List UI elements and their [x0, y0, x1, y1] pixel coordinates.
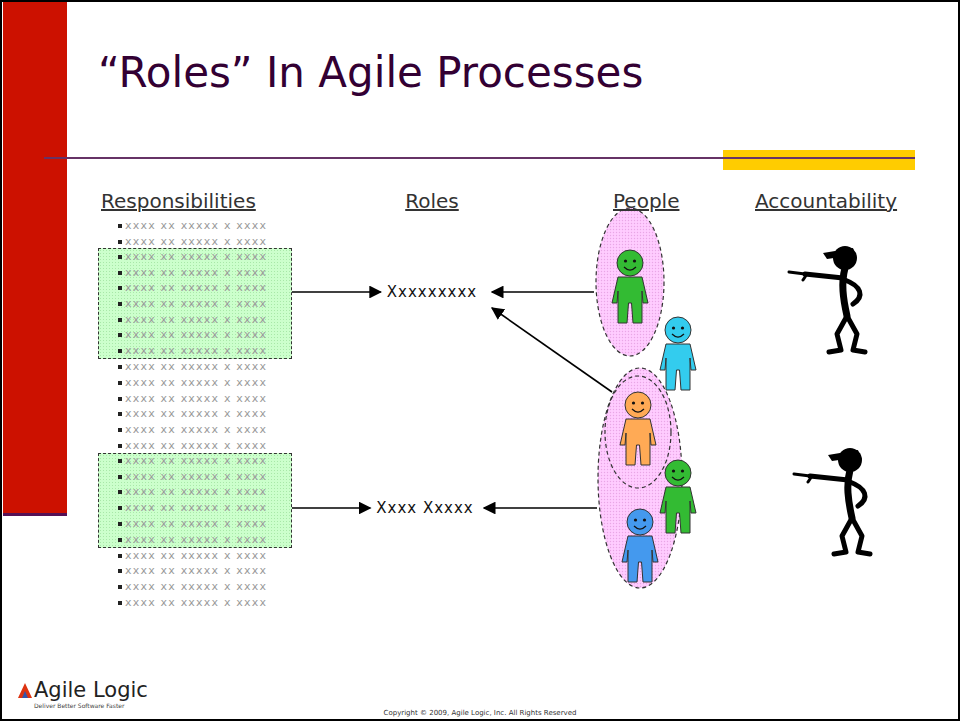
- responsibility-item: xxxx xx xxxxx x xxxx: [125, 328, 267, 342]
- responsibility-item: xxxx xx xxxxx x xxxx: [125, 454, 267, 468]
- responsibility-item: xxxx xx xxxxx x xxxx: [125, 533, 267, 547]
- pointing-figure: [794, 448, 870, 554]
- responsibility-group: xxxx xx xxxxx x xxxxxxxx xx xxxxx x xxxx…: [98, 248, 292, 359]
- role-name: Xxxx Xxxxx: [373, 497, 476, 519]
- logo-mark: [18, 683, 32, 698]
- person-figure: [622, 509, 658, 582]
- bar-rule: [3, 513, 67, 516]
- yellow-bar: [723, 150, 915, 170]
- responsibility-item: xxxx xx xxxxx x xxxx: [125, 580, 267, 594]
- pointing-figure: [789, 246, 865, 352]
- people-arrows: [484, 292, 612, 508]
- responsibility-item: xxxx xx xxxxx x xxxx: [125, 219, 267, 233]
- logo-text: Agile Logic: [34, 678, 148, 702]
- title-rule: [44, 157, 915, 159]
- column-header: Responsibilities: [101, 189, 256, 213]
- column-header: People: [613, 189, 679, 213]
- role-text: Xxxxxxxxx: [387, 283, 477, 301]
- red-bar: [3, 2, 67, 515]
- responsibility-item: xxxx xx xxxxx x xxxx: [125, 439, 267, 453]
- responsibility-item: xxxx xx xxxxx x xxxx: [125, 250, 267, 264]
- responsibility-group: xxxx xx xxxxx x xxxxxxxx xx xxxxx x xxxx…: [98, 453, 292, 548]
- role-name: Xxxxxxxxx: [384, 281, 480, 303]
- person-figure: [612, 250, 648, 323]
- responsibility-item: xxxx xx xxxxx x xxxx: [125, 407, 267, 421]
- responsibility-item: xxxx xx xxxxx x xxxx: [125, 485, 267, 499]
- arrow-connector: [292, 291, 381, 293]
- person-figure: [660, 317, 696, 390]
- logo-tagline: Deliver Better Software Faster: [34, 702, 124, 710]
- responsibility-item: xxxx xx xxxxx x xxxx: [125, 501, 267, 515]
- column-header: Accountability: [755, 189, 897, 213]
- responsibility-item: xxxx xx xxxxx x xxxx: [125, 313, 267, 327]
- person-figure: [660, 460, 696, 533]
- role-text: Xxxx Xxxxx: [376, 499, 473, 517]
- responsibility-item: xxxx xx xxxxx x xxxx: [125, 281, 267, 295]
- responsibility-item: xxxx xx xxxxx x xxxx: [125, 376, 267, 390]
- responsibility-item: xxxx xx xxxxx x xxxx: [125, 564, 267, 578]
- responsibility-item: xxxx xx xxxxx x xxxx: [125, 344, 267, 358]
- responsibility-item: xxxx xx xxxxx x xxxx: [125, 266, 267, 280]
- responsibility-item: xxxx xx xxxxx x xxxx: [125, 360, 267, 374]
- responsibility-item: xxxx xx xxxxx x xxxx: [125, 423, 267, 437]
- arrow-connector: [292, 507, 370, 509]
- responsibility-item: xxxx xx xxxxx x xxxx: [125, 392, 267, 406]
- person-figure: [620, 392, 656, 465]
- slide-title: “Roles” In Agile Processes: [98, 46, 643, 100]
- responsibility-item: xxxx xx xxxxx x xxxx: [125, 596, 267, 610]
- responsibility-item: xxxx xx xxxxx x xxxx: [125, 235, 267, 249]
- copyright-note: Copyright © 2009, Agile Logic, Inc. All …: [384, 709, 577, 718]
- people-group: [596, 208, 696, 588]
- responsibility-item: xxxx xx xxxxx x xxxx: [125, 517, 267, 531]
- responsibility-item: xxxx xx xxxxx x xxxx: [125, 470, 267, 484]
- responsibility-item: xxxx xx xxxxx x xxxx: [125, 297, 267, 311]
- column-header: Roles: [405, 189, 459, 213]
- responsibility-item: xxxx xx xxxxx x xxxx: [125, 549, 267, 563]
